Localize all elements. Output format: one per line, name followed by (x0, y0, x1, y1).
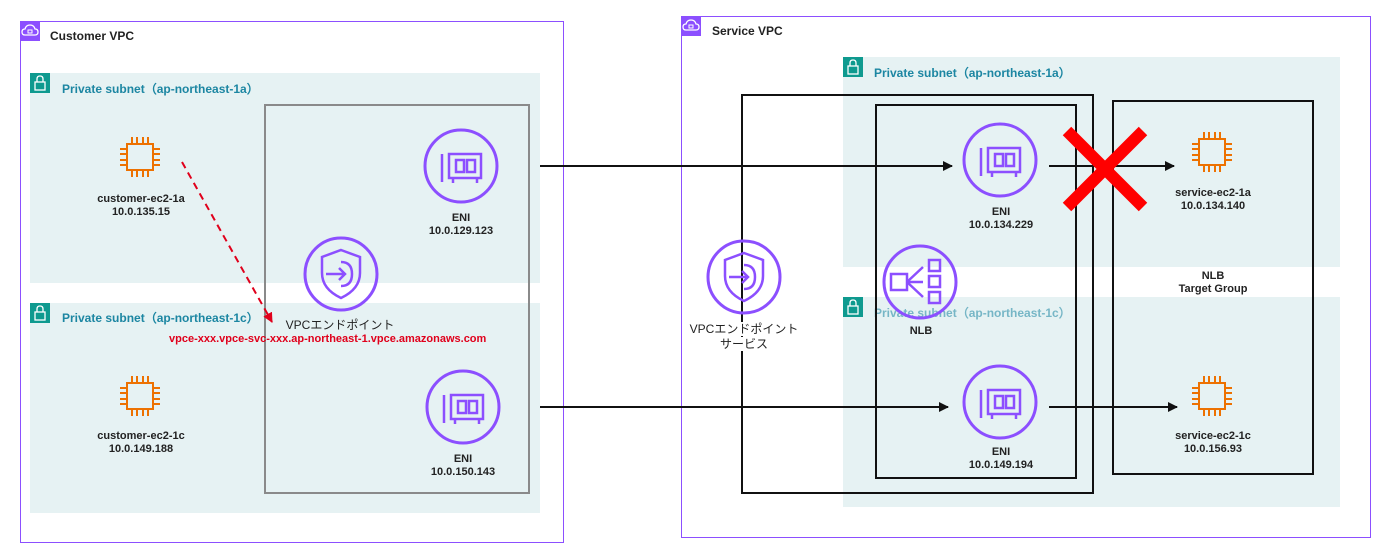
vpc-endpoint-service-label-line1: VPCエンドポイント (689, 322, 799, 336)
customer-ec2-1a-name: customer-ec2-1a (97, 193, 185, 205)
customer-eni-1a-name: ENI (451, 212, 471, 224)
vpc-endpoint-group (264, 104, 530, 494)
nlb-label: NLB (909, 325, 933, 337)
ec2-instance-icon (117, 134, 163, 180)
service-subnet-1c (843, 297, 1340, 507)
vpc-endpoint-icon (705, 238, 783, 316)
target-group-label-line1: NLB (1201, 270, 1225, 282)
vpc-endpoint-icon (302, 235, 380, 313)
target-group-label-line2: Target Group (1178, 283, 1248, 295)
blocked-x-icon (1062, 126, 1148, 212)
service-vpc-title: Service VPC (712, 24, 783, 38)
eni-icon (422, 127, 500, 205)
service-ec2-1c-ip: 10.0.156.93 (1183, 443, 1243, 455)
customer-subnet-1c (30, 303, 540, 513)
eni-icon (424, 368, 502, 446)
customer-vpc-title: Customer VPC (50, 29, 135, 43)
service-eni-1a-name: ENI (991, 206, 1011, 218)
vpc-endpoint-service-label-line2: サービス (719, 337, 769, 351)
vpc-endpoint-label: VPCエンドポイント (285, 318, 395, 332)
target-group-mask (1114, 267, 1312, 297)
customer-eni-1c-name: ENI (453, 453, 473, 465)
customer-vpc (20, 21, 564, 543)
customer-subnet-1c-title: Private subnet（ap-northeast-1c） (62, 311, 259, 325)
customer-eni-1a-ip: 10.0.129.123 (428, 225, 494, 237)
service-subnet-1a-title: Private subnet（ap-northeast-1a） (874, 66, 1071, 80)
dns-resolution-arrow (181, 161, 273, 323)
customer-eni-1c-ip: 10.0.150.143 (430, 466, 496, 478)
customer-subnet-1a-title: Private subnet（ap-northeast-1a） (62, 82, 259, 96)
target-group-box (1112, 100, 1314, 475)
nlb-icon (881, 243, 959, 321)
service-eni-1a-ip: 10.0.134.229 (968, 219, 1034, 231)
service-eni-1c-ip: 10.0.149.194 (968, 459, 1034, 471)
ec2-instance-icon (1189, 373, 1235, 419)
service-eni-1c-name: ENI (991, 446, 1011, 458)
vpc-cloud-icon (20, 21, 40, 41)
eni-icon (961, 363, 1039, 441)
subnet-lock-icon (843, 57, 863, 77)
nlb-group (875, 104, 1077, 479)
service-ec2-1c-name: service-ec2-1c (1175, 430, 1251, 442)
subnet-lock-icon (843, 297, 863, 317)
endpoint-service-group (741, 94, 1094, 494)
subnet-lock-icon (30, 303, 50, 323)
subnet-lock-icon (30, 73, 50, 93)
customer-ec2-1c-name: customer-ec2-1c (97, 430, 185, 442)
service-ec2-1a-ip: 10.0.134.140 (1180, 200, 1246, 212)
ec2-instance-icon (117, 373, 163, 419)
service-vpc (681, 16, 1371, 538)
service-ec2-1a-name: service-ec2-1a (1175, 187, 1251, 199)
eni-icon (961, 121, 1039, 199)
customer-ec2-1a-ip: 10.0.135.15 (111, 206, 171, 218)
customer-ec2-1c-ip: 10.0.149.188 (108, 443, 174, 455)
ec2-instance-icon (1189, 129, 1235, 175)
vpc-endpoint-dns-name: vpce-xxx.vpce-svc-xxx.ap-northeast-1.vpc… (169, 333, 487, 345)
vpc-cloud-icon (681, 16, 701, 36)
